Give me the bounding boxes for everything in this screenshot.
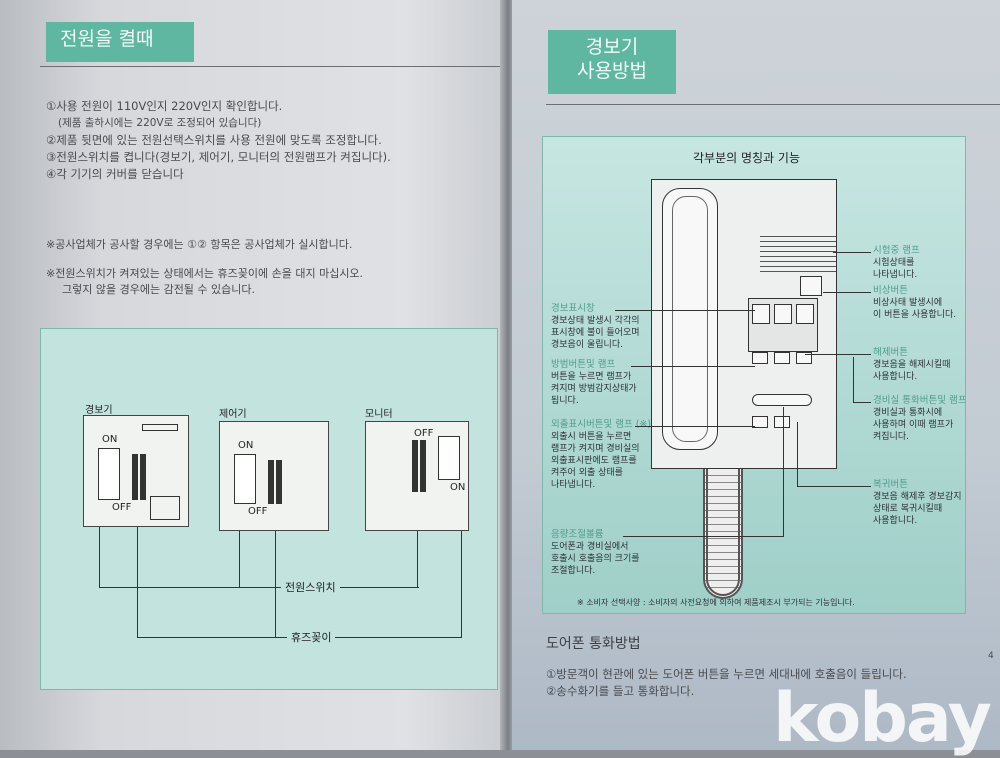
- on-label: ON: [102, 434, 118, 445]
- note-3: 그렇지 않을 경우에는 감전될 수 있습니다.: [62, 283, 256, 296]
- off-label: OFF: [112, 502, 132, 513]
- handset: [662, 188, 718, 450]
- power-switch-label: 전원스위치: [281, 579, 340, 595]
- handset-cord: [703, 469, 743, 599]
- left-page: 전원을 켤때 ①사용 전원이 110V인지 220V인지 확인합니다. (제품 …: [0, 0, 508, 750]
- release-button[interactable]: [796, 352, 812, 364]
- title-divider: [40, 66, 500, 67]
- note-1: ※공사업체가 공사할 경우에는 ①② 항목은 공사업체가 실시합니다.: [46, 238, 353, 251]
- off-label: OFF: [248, 506, 268, 517]
- monitor-unit: OFF ON: [365, 421, 469, 531]
- device-label-controller: 제어기: [219, 409, 247, 420]
- emergency-button[interactable]: [800, 276, 822, 296]
- controller-unit: ON OFF: [219, 421, 329, 531]
- step-4: ④각 기기의 커버를 닫습니다: [46, 167, 184, 181]
- step-2: ②제품 뒷면에 있는 전원선택스위치를 사용 전원에 맞도록 조정합니다.: [46, 133, 382, 147]
- off-label: OFF: [414, 428, 434, 439]
- guard-call-button[interactable]: [774, 352, 790, 364]
- footnote: ※ 소비자 선택사양 : 소비자의 사전요청에 의하여 제품제조시 부가되는 기…: [577, 598, 855, 607]
- doorphone-step-1: ①방문객이 현관에 있는 도어폰 버튼을 누르면 세대내에 호출음이 들립니다.: [546, 667, 907, 681]
- page-number: 4: [988, 651, 994, 661]
- fuse-holder-label: 휴즈꽂이: [287, 629, 336, 645]
- step-1: ①사용 전원이 110V인지 220V인지 확인합니다.: [46, 99, 283, 113]
- power-diagram: 경보기 제어기 모니터 ON OFF ON OFF OFF ON 전원스위치 휴…: [40, 328, 498, 690]
- note-2: ※전원스위치가 켜져있는 상태에서는 휴즈꽂이에 손을 대지 마십시오.: [46, 267, 364, 280]
- watermark-logo: kobay: [773, 679, 992, 758]
- doorphone-step-2: ②송수화기를 들고 통화합니다.: [546, 684, 695, 698]
- diagram-title: 각부분의 명칭과 기능: [693, 151, 800, 165]
- volume-knob[interactable]: [752, 394, 812, 406]
- section-title-tab: 경보기 사용방법: [548, 30, 676, 94]
- title-line-1: 경보기: [585, 36, 639, 58]
- title-divider: [546, 104, 1000, 105]
- reset-button[interactable]: [774, 416, 790, 428]
- intercom-body: [651, 179, 837, 469]
- step-3: ③전원스위치를 켭니다(경보기, 제어기, 모니터의 전원램프가 켜집니다).: [46, 150, 391, 164]
- on-label: ON: [238, 440, 254, 451]
- alarm-unit: ON OFF: [83, 415, 189, 527]
- title-line-2: 사용방법: [577, 59, 647, 82]
- on-label: ON: [450, 482, 466, 493]
- away-button[interactable]: [752, 416, 768, 428]
- device-label-alarm: 경보기: [85, 405, 113, 416]
- doorphone-section-title: 도어폰 통화방법: [546, 636, 641, 652]
- security-button[interactable]: [752, 352, 768, 364]
- step-1-note: (제품 출하시에는 220V로 조정되어 있습니다): [58, 117, 262, 129]
- device-label-monitor: 모니터: [365, 409, 393, 420]
- section-title-tab: 전원을 켤때: [46, 22, 194, 62]
